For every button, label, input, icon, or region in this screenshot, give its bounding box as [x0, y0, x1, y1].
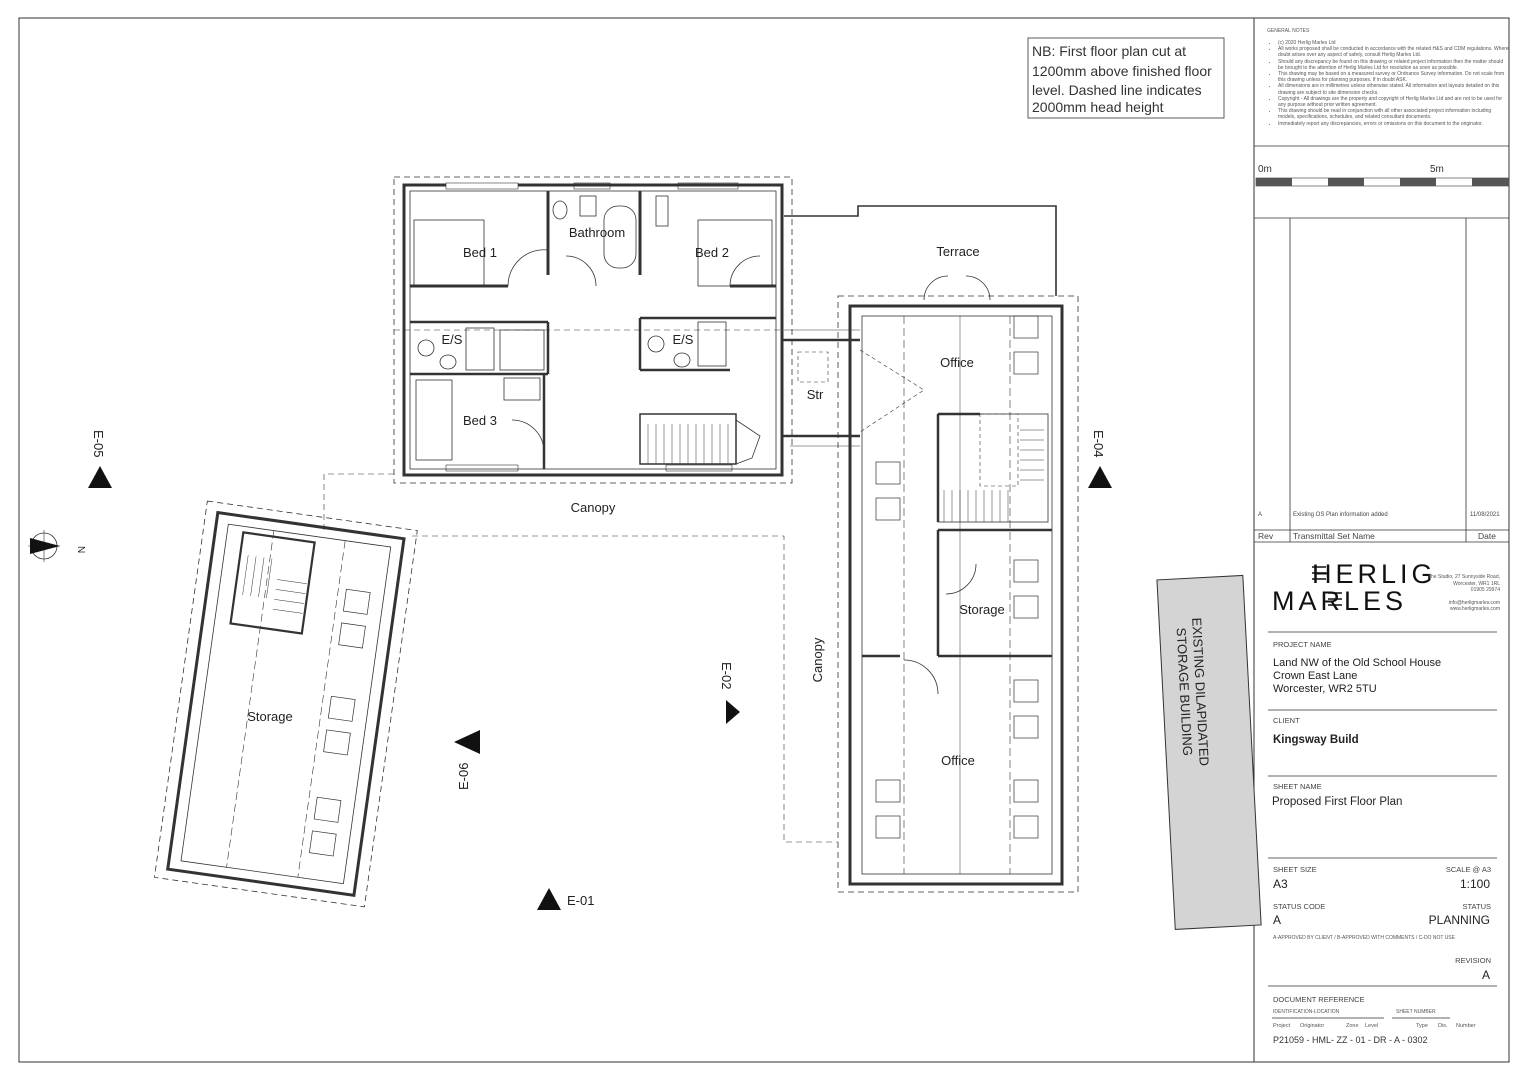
room-str: Str — [807, 387, 824, 402]
note-line2: 1200mm above finished floor — [1032, 63, 1212, 79]
office-email: info@herligmarles.com — [1448, 599, 1500, 606]
status-code-value: A — [1273, 913, 1282, 927]
room-es2: E/S — [673, 332, 694, 347]
sheet-size-label: SHEET SIZE — [1273, 865, 1317, 874]
revision-header-date: Date — [1478, 531, 1496, 541]
document-reference-value: P21059 - HML- ZZ - 01 - DR - A - 0302 — [1273, 1035, 1428, 1045]
room-terrace: Terrace — [936, 244, 979, 259]
general-notes-list: (c) 2020 Herlig Marles Ltd All works pro… — [1268, 40, 1510, 127]
revision-header-name: Transmittal Set Name — [1293, 531, 1375, 541]
doc-col-zone: Zone — [1346, 1023, 1359, 1029]
doc-col-level: Level — [1365, 1023, 1379, 1029]
project-line1: Land NW of the Old School House — [1273, 657, 1442, 669]
client-label: CLIENT — [1273, 716, 1300, 725]
sheet-border — [18, 17, 1510, 1063]
scale-value: 1:100 — [1459, 877, 1490, 891]
north-label: N — [75, 546, 86, 553]
scale-bar — [1255, 177, 1510, 187]
room-bed3: Bed 3 — [463, 413, 497, 428]
room-bathroom: Bathroom — [569, 225, 625, 240]
room-bed2: Bed 2 — [695, 245, 729, 260]
status-label: STATUS — [1462, 902, 1491, 911]
sheet-name-label: SHEET NAME — [1273, 782, 1322, 791]
room-es1: E/S — [442, 332, 463, 347]
general-note-item: Copyright - All drawings are the propert… — [1278, 96, 1510, 108]
general-notes-title: GENERAL NOTES — [1267, 28, 1310, 34]
revision-row-date: 11/08/2021 — [1470, 512, 1500, 518]
project-line2: Crown East Lane — [1273, 670, 1358, 682]
note-line1: NB: First floor plan cut at — [1032, 43, 1186, 59]
elevation-label-e05: E-05 — [91, 430, 106, 457]
general-note-item: This drawing should be read in conjuncti… — [1278, 108, 1510, 120]
elevation-marker-e02-icon — [726, 700, 740, 724]
general-note-item: All dimensions are in millimetres unless… — [1278, 83, 1510, 95]
project-line3: Worcester, WR2 5TU — [1273, 683, 1377, 695]
room-bed1: Bed 1 — [463, 245, 497, 260]
status-value: PLANNING — [1428, 913, 1490, 927]
existing-building-line2: STORAGE BUILDING — [1174, 627, 1196, 756]
revision-label: REVISION — [1455, 956, 1491, 965]
company-logo-line1: HERLIG — [1312, 559, 1437, 589]
elevation-label-e02: E-02 — [719, 662, 734, 689]
doc-col-number: Number — [1456, 1023, 1476, 1029]
office-web: www.herligmarles.com — [1449, 606, 1500, 612]
company-logo-line2: MARLES — [1272, 586, 1408, 616]
label-canopy1: Canopy — [571, 500, 616, 515]
revision-row-description: Existing OS Plan information added — [1293, 512, 1388, 518]
scale-label: SCALE @ A3 — [1445, 865, 1491, 874]
scale-bar-start: 0m — [1258, 164, 1272, 175]
sheet-name-value: Proposed First Floor Plan — [1272, 796, 1403, 808]
room-office1: Office — [940, 355, 974, 370]
room-office2: Office — [941, 753, 975, 768]
scale-bar-end: 5m — [1430, 164, 1444, 175]
label-canopy2: Canopy — [810, 637, 825, 682]
room-storage1: Storage — [247, 709, 293, 724]
client-value: Kingsway Build — [1273, 734, 1359, 746]
general-note-item: Should any discrepancy be found on this … — [1278, 59, 1510, 71]
general-note-item: This drawing may be based on a measured … — [1278, 71, 1510, 83]
status-code-label: STATUS CODE — [1273, 902, 1326, 911]
general-note-item: (c) 2020 Herlig Marles Ltd — [1278, 40, 1510, 46]
office-address2: Worcester, WR1 1RL — [1453, 580, 1500, 587]
elevation-label-e01: E-01 — [567, 893, 594, 908]
office-details: The Studio, 27 Sunnyside Road, Worcester… — [1420, 574, 1500, 613]
note-line3: level. Dashed line indicates — [1032, 82, 1202, 98]
doc-col-project: Project — [1273, 1023, 1291, 1029]
doc-col-originator: Originator — [1300, 1023, 1325, 1029]
sheet-size-value: A3 — [1273, 877, 1288, 891]
general-note-item: Immediately report any discrepancies, er… — [1278, 121, 1510, 127]
elevation-marker-e06-icon — [454, 730, 480, 754]
document-id-label: IDENTIFICATION-LOCATION — [1273, 1009, 1340, 1015]
elevation-label-e04: E-04 — [1091, 430, 1106, 457]
document-sheet-label: SHEET NUMBER — [1396, 1009, 1436, 1015]
note-line4: 2000mm head height — [1032, 99, 1164, 115]
elevation-marker-e01-icon — [537, 888, 561, 910]
elevation-label-e06: E-06 — [456, 763, 471, 790]
revision-row-rev: A — [1258, 512, 1263, 518]
north-arrow-icon — [28, 530, 60, 562]
elevation-marker-e04-icon — [1088, 466, 1112, 488]
doc-col-type: Type — [1416, 1023, 1428, 1029]
floor-plan — [154, 37, 1262, 930]
project-label: PROJECT NAME — [1273, 640, 1332, 649]
elevation-marker-e05-icon — [88, 466, 112, 488]
status-legend: A-APPROVED BY CLIENT / B-APPROVED WITH C… — [1273, 935, 1455, 941]
general-note-item: All works proposed shall be conducted in… — [1278, 46, 1510, 58]
revision-value: A — [1481, 968, 1490, 982]
office-phone: 01905 29974 — [1470, 587, 1500, 593]
project-name: Land NW of the Old School House Crown Ea… — [1273, 657, 1441, 696]
office-address1: The Studio, 27 Sunnyside Road, — [1428, 574, 1500, 580]
doc-col-dis: Dis. — [1438, 1023, 1448, 1029]
room-storage2: Storage — [959, 602, 1005, 617]
revision-header-rev: Rev — [1258, 531, 1274, 541]
document-reference-label: DOCUMENT REFERENCE — [1273, 995, 1365, 1004]
